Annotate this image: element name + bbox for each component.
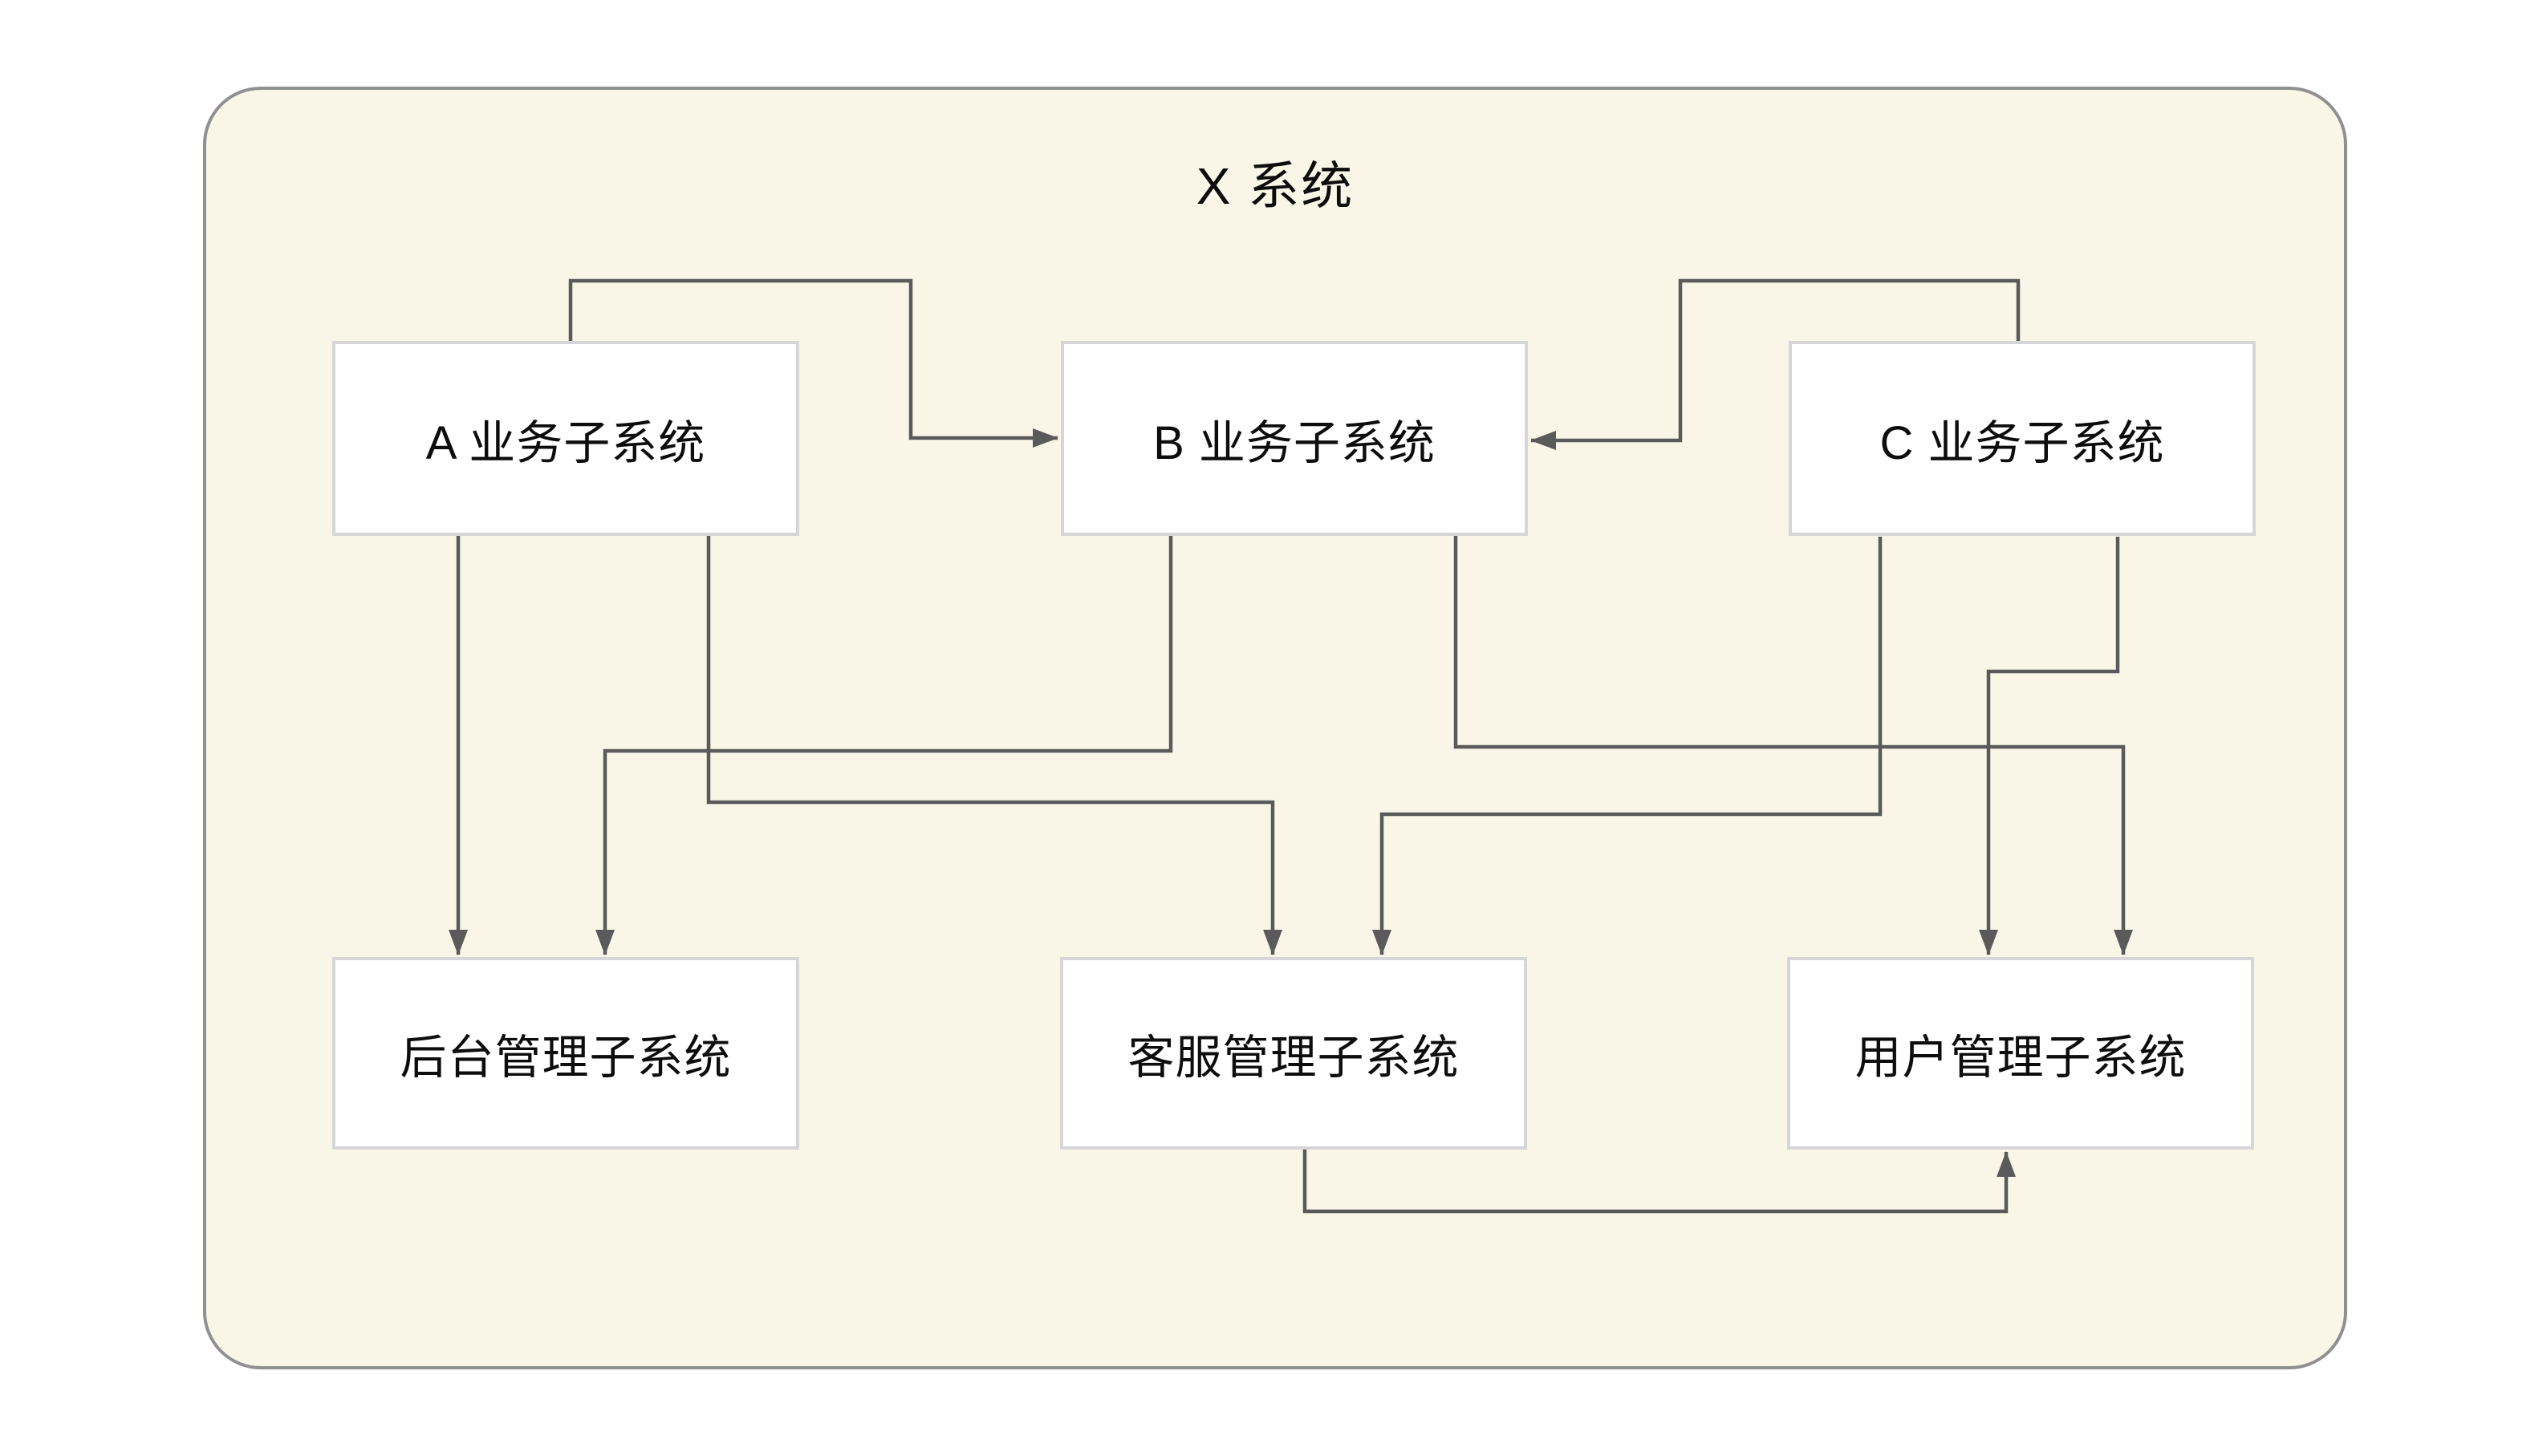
node-user-management-subsystem: 用户管理子系统 [1787, 957, 2254, 1150]
node-b-label: B 业务子系统 [1153, 416, 1436, 469]
node-a-business-subsystem: A 业务子系统 [332, 341, 799, 536]
node-b-business-subsystem: B 业务子系统 [1061, 341, 1528, 536]
node-user-label: 用户管理子系统 [1854, 1032, 2187, 1084]
node-customer-service-management-subsystem: 客服管理子系统 [1060, 957, 1527, 1150]
node-c-label: C 业务子系统 [1879, 416, 2165, 469]
node-service-label: 客服管理子系统 [1127, 1032, 1460, 1084]
node-backend-management-subsystem: 后台管理子系统 [332, 957, 799, 1150]
system-boundary-container [203, 87, 2347, 1369]
diagram-title: X 系统 [1196, 157, 1355, 215]
node-a-label: A 业务子系统 [425, 416, 706, 469]
node-backend-label: 后台管理子系统 [400, 1032, 732, 1084]
node-c-business-subsystem: C 业务子系统 [1789, 341, 2256, 536]
